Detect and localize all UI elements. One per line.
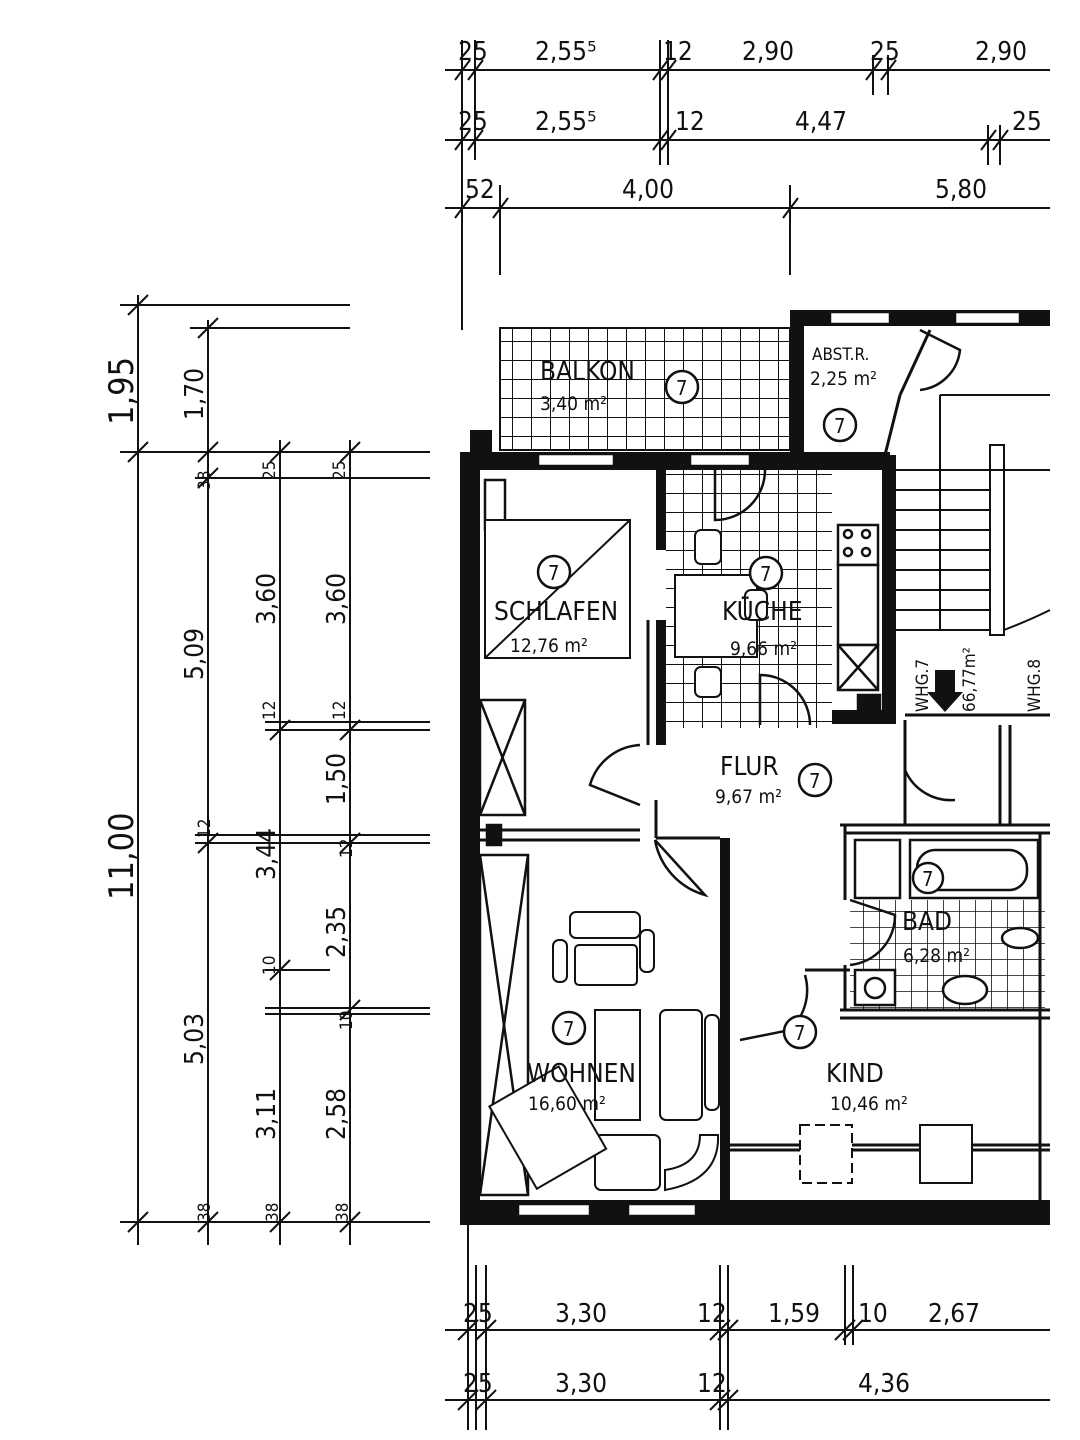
room-kueche-name: KÜCHE	[722, 595, 802, 627]
left-dim-195: 1,95	[102, 357, 142, 425]
room-balkon-area: 3,40 m²	[540, 393, 607, 415]
top2-dim-25: 25	[1012, 107, 1042, 137]
room-kind-name: KIND	[826, 1059, 884, 1089]
top-dim-255: 2,55⁵	[535, 37, 596, 67]
left-dim-235: 2,35	[322, 906, 352, 958]
room-flur-name: FLUR	[720, 752, 779, 782]
room-abstr-area: 2,25 m²	[810, 368, 877, 390]
bottom2-dim-330: 3,30	[555, 1369, 607, 1399]
room-kind-area: 10,46 m²	[830, 1093, 908, 1115]
left-dim-12a: 12	[195, 819, 215, 838]
bottom-dim-159: 1,59	[768, 1299, 820, 1329]
left-dim-258: 2,58	[322, 1088, 352, 1140]
room-balkon-marker: 7	[676, 376, 687, 400]
furniture	[484, 519, 973, 1192]
room-schlafen-name: SCHLAFEN	[494, 597, 618, 627]
windows	[516, 310, 1022, 1218]
bottom2-dim-12: 12	[697, 1369, 727, 1399]
room-wohnen-name: WOHNEN	[527, 1059, 636, 1089]
left-dim-25a: 25	[260, 461, 280, 480]
unit-whg7-area: 66,77m²	[960, 647, 980, 712]
top2-dim-25: 25	[458, 107, 488, 137]
room-wohnen-area: 16,60 m²	[528, 1093, 606, 1115]
left-dim-344: 3,44	[252, 828, 282, 880]
top-dim-25: 25	[458, 37, 488, 67]
room-schlafen-area: 12,76 m²	[510, 635, 588, 657]
left-dim-10a: 10	[260, 956, 280, 975]
left-dimension-lines	[120, 294, 430, 1245]
top-dimension-labels: 25 2,55⁵ 12 2,90 25 2,90 25 2,55⁵ 12 4,4…	[458, 37, 1042, 205]
bottom2-dim-436: 4,36	[858, 1369, 910, 1399]
left-dim-170: 1,70	[180, 368, 210, 420]
room-wohnen-marker: 7	[563, 1017, 574, 1041]
left-dim-12c: 12	[337, 839, 357, 858]
room-kueche-marker: 7	[760, 562, 771, 586]
top-dim-12: 12	[663, 37, 693, 67]
left-dim-38c: 38	[263, 1203, 283, 1222]
top-dimension-lines	[445, 40, 1050, 330]
left-dim-150: 1,50	[322, 753, 352, 805]
top2-dim-255: 2,55⁵	[535, 107, 596, 137]
left-dim-509: 5,09	[180, 628, 210, 680]
left-dim-360a: 3,60	[252, 573, 282, 625]
left-dim-1100: 11,00	[102, 812, 142, 900]
bottom-dim-25: 25	[463, 1299, 493, 1329]
room-kueche-area: 9,66 m²	[730, 638, 797, 660]
room-balkon-name: BALKON	[540, 357, 635, 387]
unit-whg8: WHG.8	[1025, 659, 1045, 712]
room-bad-marker: 7	[922, 867, 933, 891]
top2-dim-447: 4,47	[795, 107, 847, 137]
top2-dim-12: 12	[675, 107, 705, 137]
bottom-dim-267: 2,67	[928, 1299, 980, 1329]
room-labels: BALKON 3,40 m² 7 ABST.R. 2,25 m² 7 7 SCH…	[494, 345, 1045, 1115]
room-bad-name: BAD	[902, 907, 952, 937]
left-dim-360b: 3,60	[322, 573, 352, 625]
room-abstr-name: ABST.R.	[812, 345, 869, 365]
left-dim-12b: 12	[260, 701, 280, 720]
doors	[588, 328, 962, 1042]
left-dim-311: 3,11	[252, 1088, 282, 1140]
bottom-dim-330: 3,30	[555, 1299, 607, 1329]
left-dimension-labels: 1,95 11,00 1,70 5,09 5,03 38 12 3,44 10 …	[102, 357, 357, 1222]
top3-dim-400: 4,00	[622, 175, 674, 205]
bottom2-dim-25: 25	[463, 1369, 493, 1399]
left-dim-10b: 10	[337, 1011, 357, 1030]
room-flur-marker: 7	[809, 769, 820, 793]
unit-whg7: WHG.7	[913, 659, 933, 712]
top-dim-25b: 25	[870, 37, 900, 67]
bottom-dim-12: 12	[697, 1299, 727, 1329]
left-dim-25b: 25	[330, 461, 350, 480]
thin-walls	[480, 329, 1050, 1200]
bottom-dim-10: 10	[858, 1299, 888, 1329]
left-dim-12d: 12	[330, 701, 350, 720]
left-dim-38b: 38	[195, 1203, 215, 1222]
top-dim-290b: 2,90	[975, 37, 1027, 67]
bottom-dimension-labels: 25 3,30 12 1,59 10 2,67 25 3,30 12 4,36	[463, 1299, 980, 1399]
room-schlafen-marker: 7	[548, 561, 559, 585]
balkon-tiles	[499, 327, 791, 451]
bottom-dimension-lines	[445, 1225, 1050, 1430]
top-dim-290: 2,90	[742, 37, 794, 67]
left-dim-38d: 38	[333, 1203, 353, 1222]
top3-dim-580: 5,80	[935, 175, 987, 205]
staircase	[895, 394, 1051, 636]
left-dim-38a: 38	[195, 471, 215, 490]
room-flur-area: 9,67 m²	[715, 786, 782, 808]
room-kind-marker: 7	[794, 1021, 805, 1045]
top3-dim-52: 52	[465, 175, 495, 205]
room-abstr-marker: 7	[834, 414, 845, 438]
left-dim-503: 5,03	[180, 1013, 210, 1065]
room-bad-area: 6,28 m²	[903, 945, 970, 967]
entrance-arrow-icon	[927, 670, 963, 712]
